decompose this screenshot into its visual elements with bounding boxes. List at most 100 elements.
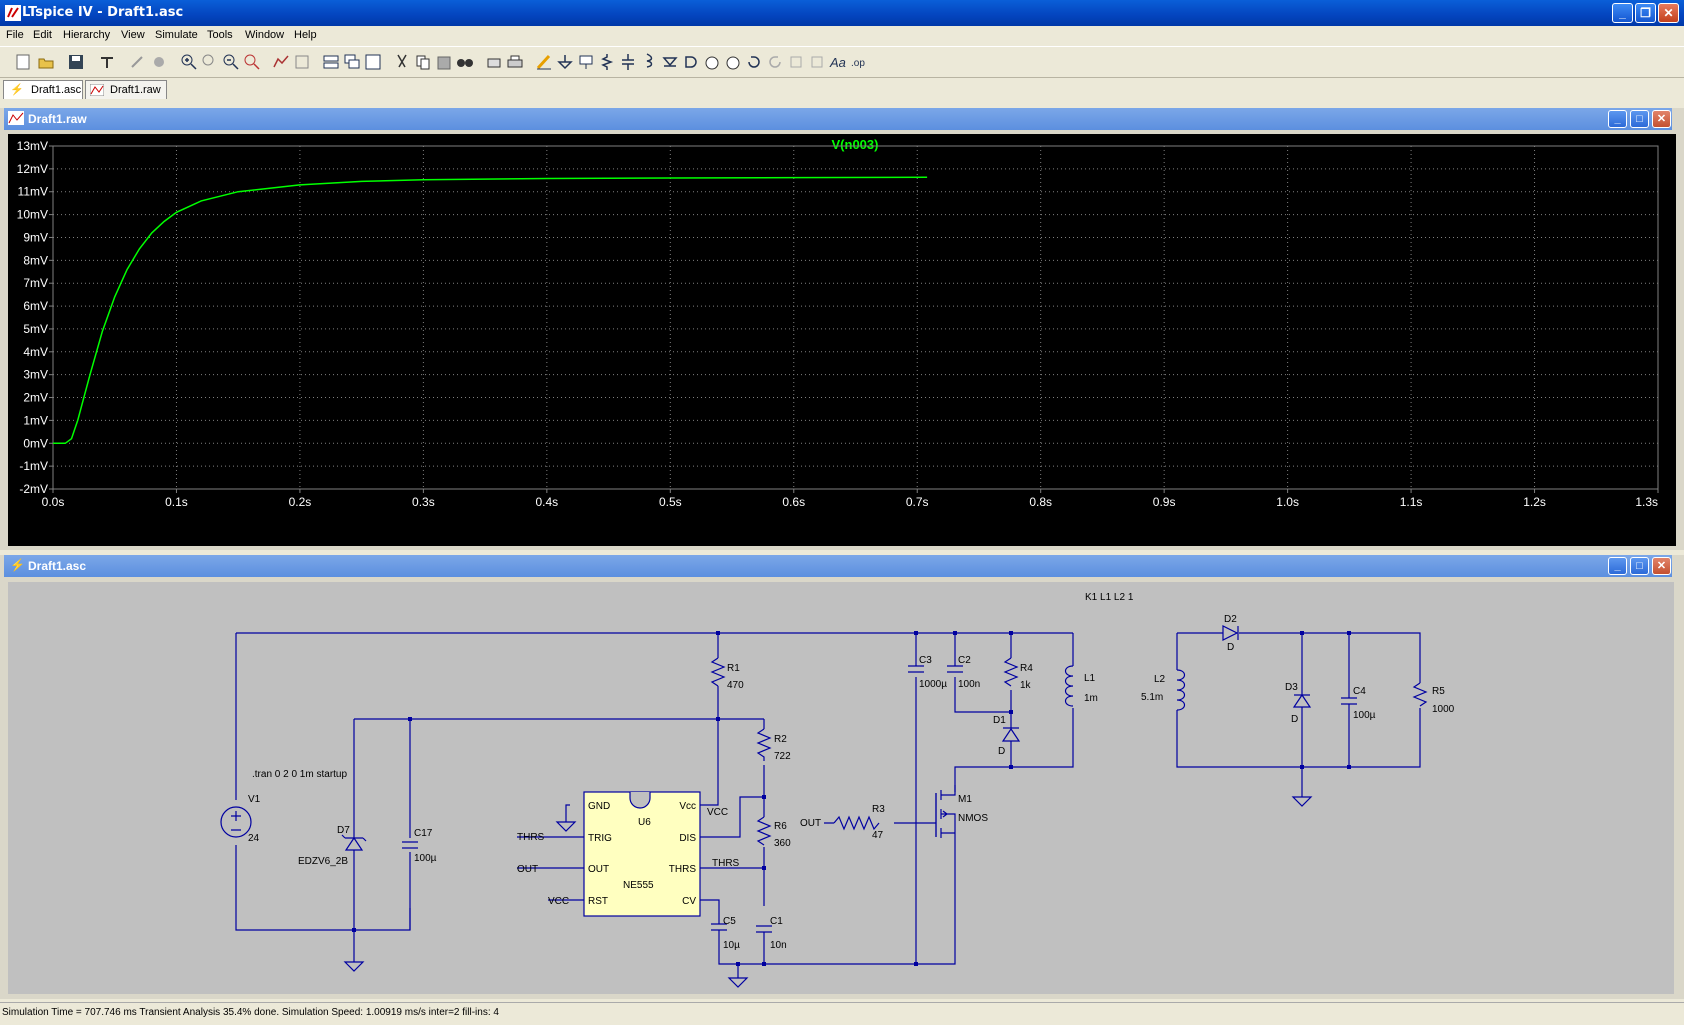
c5-name: C5 [723, 916, 736, 927]
x-tick-label: 0.9s [1153, 495, 1176, 509]
menu-file[interactable]: File [6, 29, 24, 41]
y-tick-label: 3mV [23, 368, 48, 382]
open-icon[interactable] [37, 53, 55, 71]
waveform-window-title-bar[interactable]: Draft1.raw _ □ ✕ [4, 108, 1672, 130]
c4-value: 100µ [1353, 710, 1376, 721]
inductor-l1 [1064, 665, 1074, 707]
waveform-close-button[interactable]: ✕ [1652, 110, 1671, 128]
tab-draft1-asc[interactable]: ⚡ Draft1.asc [3, 80, 83, 99]
component-icon[interactable] [682, 53, 700, 71]
restore-button[interactable]: ❐ [1635, 3, 1656, 23]
paste-icon[interactable] [435, 53, 453, 71]
ne555-chip[interactable] [583, 791, 701, 917]
trace-v-n003[interactable] [53, 176, 928, 445]
d7-value: EDZV6_2B [298, 856, 348, 867]
y-tick-label: 12mV [17, 162, 48, 176]
close-button[interactable]: ✕ [1658, 3, 1679, 23]
tab-draft1-raw[interactable]: Draft1.raw [85, 80, 167, 99]
new-schematic-icon[interactable] [14, 53, 32, 71]
draw-wire-icon[interactable] [535, 53, 553, 71]
l2-name: L2 [1154, 674, 1166, 685]
schematic-icon: ⚡ [10, 84, 24, 96]
menu-view[interactable]: View [121, 29, 145, 41]
cut-icon[interactable] [393, 53, 411, 71]
mirror-icon[interactable] [808, 53, 826, 71]
ground-3 [1291, 796, 1313, 807]
schematic-close-button[interactable]: ✕ [1652, 557, 1671, 575]
zoom-in-icon[interactable] [180, 53, 198, 71]
inductor-icon[interactable] [640, 53, 658, 71]
u6-name: U6 [638, 817, 651, 828]
resistor-icon[interactable] [598, 53, 616, 71]
junctions [352, 631, 1351, 966]
net-label-vcc-in: VCC [548, 896, 569, 907]
inductor-l2 [1176, 669, 1186, 711]
capacitor-c3 [908, 665, 924, 673]
halt-icon[interactable] [150, 53, 168, 71]
ltspice-logo-icon [5, 5, 21, 21]
save-icon[interactable] [67, 53, 85, 71]
rotate-icon[interactable] [787, 53, 805, 71]
run-icon[interactable] [128, 53, 146, 71]
minimize-button[interactable]: _ [1612, 3, 1633, 23]
ground-icon[interactable] [556, 53, 574, 71]
c17-name: C17 [414, 828, 433, 839]
grid-icon[interactable] [293, 53, 311, 71]
redo-icon[interactable] [766, 53, 784, 71]
waveform-maximize-button[interactable]: □ [1630, 110, 1649, 128]
tile-horizontal-icon[interactable] [322, 53, 340, 71]
schematic-minimize-button[interactable]: _ [1608, 557, 1627, 575]
menu-tools[interactable]: Tools [207, 29, 233, 41]
document-tabs: ⚡ Draft1.asc Draft1.raw [0, 78, 1684, 100]
x-tick-label: 0.2s [289, 495, 312, 509]
undo-icon[interactable] [745, 53, 763, 71]
zoom-fit-icon[interactable] [243, 53, 261, 71]
zoom-out-icon[interactable] [222, 53, 240, 71]
control-panel-icon[interactable] [98, 53, 116, 71]
close-all-icon[interactable] [364, 53, 382, 71]
menu-simulate[interactable]: Simulate [155, 29, 198, 41]
menu-window[interactable]: Window [245, 29, 285, 41]
pan-icon[interactable] [201, 53, 219, 71]
v1-value: 24 [248, 833, 260, 844]
d1-value: D [998, 746, 1005, 757]
copy-icon[interactable] [414, 53, 432, 71]
print-preview-icon[interactable] [485, 53, 503, 71]
drag-icon[interactable] [724, 53, 742, 71]
menu-help[interactable]: Help [294, 29, 317, 41]
schematic-background [8, 582, 1674, 994]
move-icon[interactable] [703, 53, 721, 71]
waveform-minimize-button[interactable]: _ [1608, 110, 1627, 128]
waveform-plot[interactable]: V(n003) 13mV12mV11mV10mV9mV8mV7mV6mV5mV4… [8, 134, 1676, 546]
app-title-bar[interactable]: LTspice IV - Draft1.asc _ ❐ ✕ [0, 0, 1684, 26]
cascade-icon[interactable] [343, 53, 361, 71]
capacitor-icon[interactable] [619, 53, 637, 71]
c3-name: C3 [919, 655, 932, 666]
print-icon[interactable] [506, 53, 524, 71]
find-icon[interactable] [456, 53, 474, 71]
spice-directive-icon[interactable]: .op [850, 53, 868, 71]
y-tick-label: 7mV [23, 276, 48, 290]
schematic-canvas[interactable]: GND TRIG OUT RST Vcc DIS THRS CV U6 NE55… [8, 582, 1674, 994]
d2-value: D [1227, 642, 1234, 653]
x-tick-label: 0.7s [906, 495, 929, 509]
x-tick-label: 0.5s [659, 495, 682, 509]
y-tick-label: 0mV [23, 436, 48, 450]
diode-d2 [1222, 625, 1239, 641]
schematic-window-title-bar[interactable]: ⚡ Draft1.asc _ □ ✕ [4, 555, 1672, 577]
r5-name: R5 [1432, 686, 1445, 697]
menu-hierarchy[interactable]: Hierarchy [63, 29, 111, 41]
trace-name[interactable]: V(n003) [832, 137, 879, 152]
svg-text:.op: .op [851, 58, 865, 69]
diode-icon[interactable] [661, 53, 679, 71]
label-net-icon[interactable] [577, 53, 595, 71]
tab-label: Draft1.raw [110, 84, 161, 96]
net-label-thrs-in: THRS [517, 832, 545, 843]
text-icon[interactable]: Aa [829, 53, 847, 71]
c3-value: 1000µ [919, 679, 947, 690]
menu-edit[interactable]: Edit [33, 29, 52, 41]
y-tick-label: 1mV [23, 413, 48, 427]
autorange-icon[interactable] [272, 53, 290, 71]
schematic-maximize-button[interactable]: □ [1630, 557, 1649, 575]
